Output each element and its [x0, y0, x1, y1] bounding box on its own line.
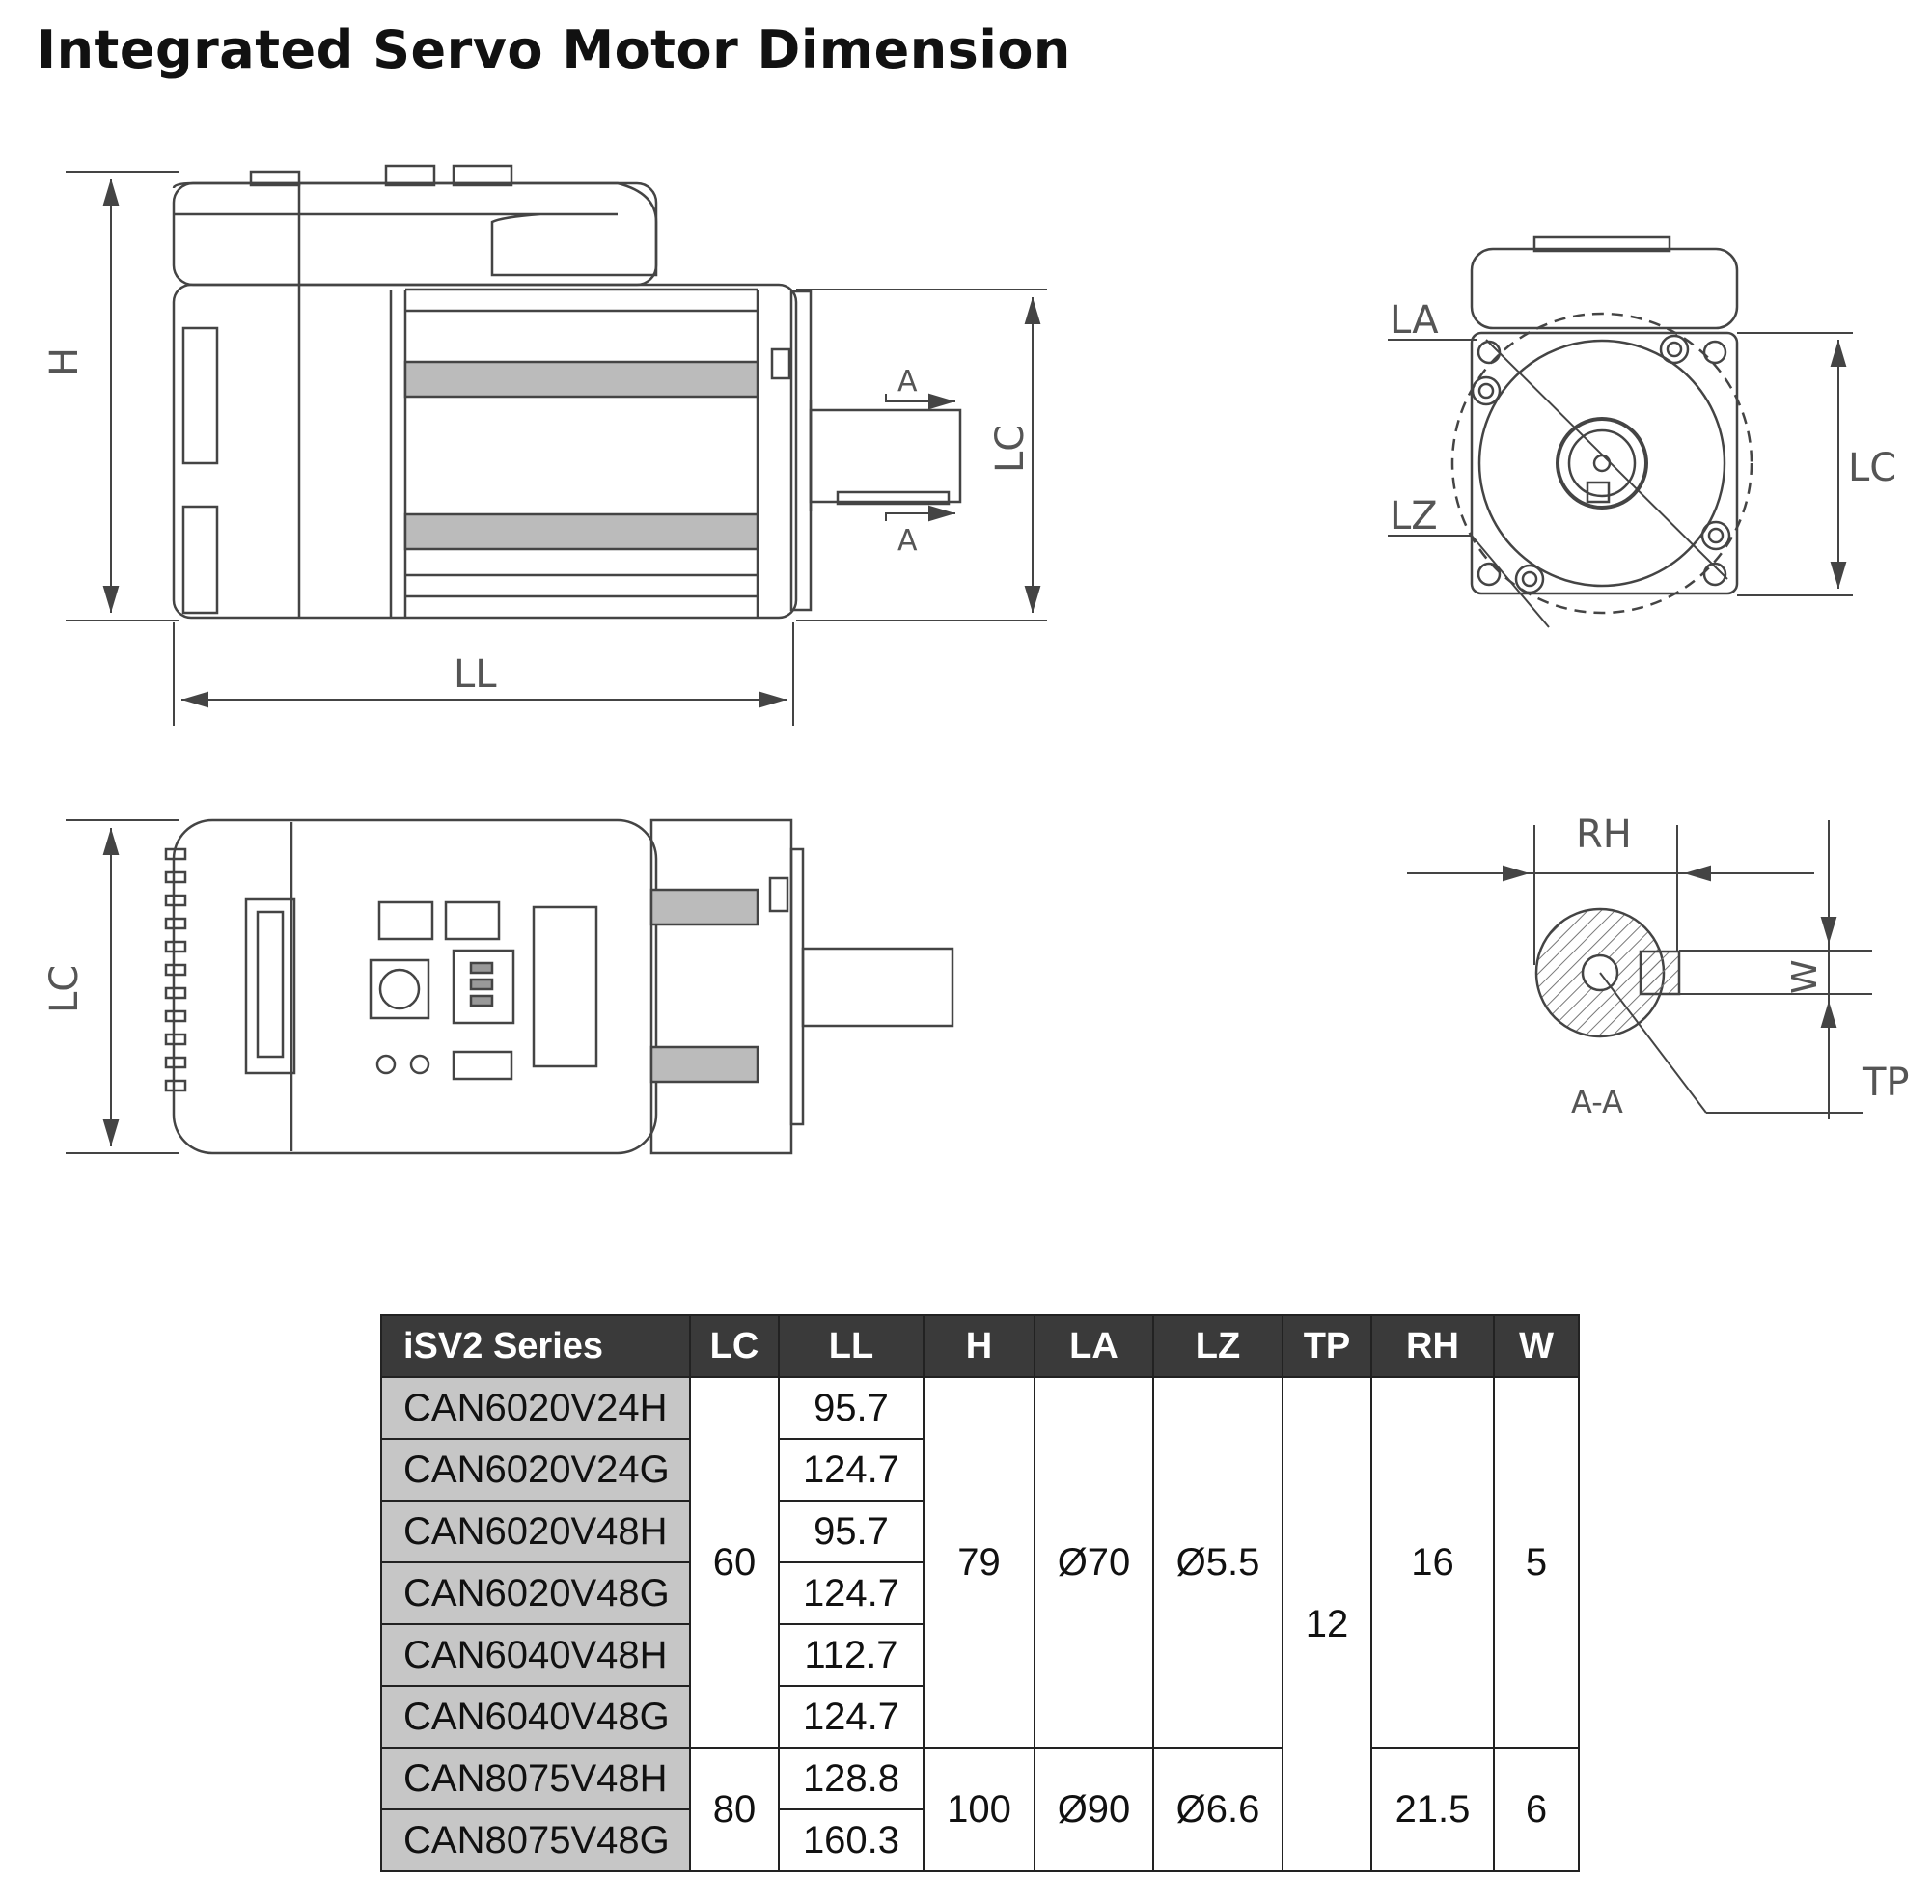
table-row: CAN6020V48G 124.7: [380, 1561, 1579, 1625]
ll-cell: 95.7: [778, 1376, 925, 1440]
label-la: LA: [1390, 298, 1439, 343]
model-cell: CAN8075V48G: [380, 1808, 691, 1872]
label-section-aa: A-A: [1571, 1084, 1623, 1120]
rh-cell: 21.5: [1370, 1747, 1495, 1872]
h-cell: 100: [923, 1747, 1035, 1872]
label-h: H: [42, 347, 87, 376]
model-cell: CAN6020V24G: [380, 1438, 691, 1502]
rh-cell: 16: [1370, 1376, 1495, 1749]
table-row: CAN6020V48H 95.7: [380, 1500, 1579, 1563]
page-title: Integrated Servo Motor Dimension: [37, 19, 1071, 80]
lc-cell: 60: [689, 1376, 780, 1749]
ll-cell: 112.7: [778, 1623, 925, 1687]
la-cell: Ø90: [1034, 1747, 1154, 1872]
ll-cell: 124.7: [778, 1561, 925, 1625]
label-w: W: [1785, 959, 1825, 994]
header-la: LA: [1034, 1314, 1154, 1378]
table-row: CAN6040V48G 124.7: [380, 1685, 1579, 1749]
label-rh: RH: [1576, 813, 1632, 857]
table-header-row: iSV2 Series LC LL H LA LZ TP RH W: [380, 1314, 1580, 1378]
header-tp: TP: [1282, 1314, 1372, 1378]
lz-cell: Ø6.6: [1152, 1747, 1283, 1872]
header-h: H: [923, 1314, 1035, 1378]
table-row: CAN8075V48G 160.3: [380, 1808, 1579, 1872]
header-lc: LC: [689, 1314, 780, 1378]
h-cell: 79: [923, 1376, 1035, 1749]
label-ll: LL: [454, 652, 497, 697]
model-cell: CAN6040V48G: [380, 1685, 691, 1749]
label-lz: LZ: [1390, 494, 1438, 538]
label-lc-top: LC: [42, 965, 87, 1013]
section-view: [1534, 907, 1681, 1038]
lc-cell: 80: [689, 1747, 780, 1872]
front-view: [1450, 235, 1753, 615]
table-row: CAN6040V48H 112.7: [380, 1623, 1579, 1687]
header-rh: RH: [1370, 1314, 1495, 1378]
table-row: CAN6020V24H 60 95.7 79 Ø70 Ø5.5 12 16 5: [380, 1376, 1580, 1872]
w-cell: 5: [1493, 1376, 1580, 1749]
ll-cell: 124.7: [778, 1685, 925, 1749]
top-view: [164, 818, 954, 1155]
dimension-drawing: H LC LL A A LA LZ LC LC RH W TP A-A: [42, 164, 1910, 1155]
w-cell: 6: [1493, 1747, 1580, 1872]
header-ll: LL: [778, 1314, 925, 1378]
header-w: W: [1493, 1314, 1580, 1378]
model-cell: CAN8075V48H: [380, 1747, 691, 1810]
lz-cell: Ø5.5: [1152, 1376, 1283, 1749]
spec-table: iSV2 Series LC LL H LA LZ TP RH W CAN602…: [380, 1314, 1580, 1872]
la-cell: Ø70: [1034, 1376, 1154, 1749]
label-a-top: A: [897, 365, 918, 399]
header-series: iSV2 Series: [380, 1314, 691, 1378]
model-cell: CAN6020V48H: [380, 1500, 691, 1563]
label-lc-front: LC: [1848, 446, 1896, 490]
table-row: CAN6020V24G 124.7: [380, 1438, 1579, 1502]
model-cell: CAN6020V24H: [380, 1376, 691, 1440]
header-lz: LZ: [1152, 1314, 1283, 1378]
ll-cell: 124.7: [778, 1438, 925, 1502]
model-cell: CAN6040V48H: [380, 1623, 691, 1687]
table-row: CAN8075V48H 80 128.8 100 Ø90 Ø6.6 21.5 6: [380, 1747, 1580, 1872]
model-cell: CAN6020V48G: [380, 1561, 691, 1625]
tp-cell: 12: [1282, 1376, 1372, 1872]
ll-cell: 95.7: [778, 1500, 925, 1563]
ll-cell: 128.8: [778, 1747, 925, 1810]
label-lc-side: LC: [988, 425, 1033, 473]
ll-cell: 160.3: [778, 1808, 925, 1872]
label-tp: TP: [1862, 1061, 1910, 1105]
side-view: [172, 164, 962, 620]
label-a-bottom: A: [897, 524, 918, 558]
